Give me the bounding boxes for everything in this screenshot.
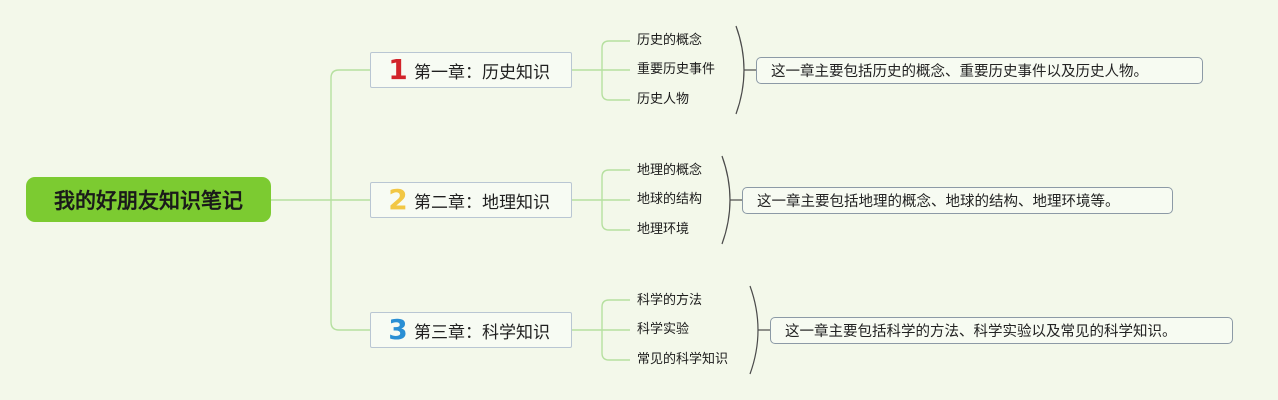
chapter-1-item-1[interactable]: 历史的概念 — [637, 33, 703, 48]
chapter-2-item-3[interactable]: 地理环境 — [637, 222, 690, 237]
chapter-1-label: 第一章：历史知识 — [414, 62, 550, 83]
chapter-2-summary-text: 这一章主要包括地理的概念、地球的结构、地理环境等。 — [757, 194, 1120, 210]
chapter-3-item-1[interactable]: 科学的方法 — [637, 293, 703, 308]
root-topic[interactable]: 我的好朋友知识笔记 — [26, 177, 271, 222]
chapter-3-label: 第三章：科学知识 — [414, 322, 550, 343]
summary-bracket-1 — [735, 25, 745, 115]
chapter-1-item-2[interactable]: 重要历史事件 — [637, 62, 716, 77]
root-topic-label: 我的好朋友知识笔记 — [54, 188, 243, 213]
chapter-2-number: 2 — [388, 183, 408, 216]
chapter-2-summary[interactable]: 这一章主要包括地理的概念、地球的结构、地理环境等。 — [742, 187, 1173, 214]
chapter-2-node[interactable]: 2 第二章：地理知识 — [370, 182, 572, 218]
chapter-2-label: 第二章：地理知识 — [414, 192, 550, 213]
summary-bracket-2 — [721, 155, 731, 245]
chapter-1-node[interactable]: 1 第一章：历史知识 — [370, 52, 572, 88]
chapter-1-number: 1 — [388, 53, 408, 86]
chapter-2-item-2[interactable]: 地球的结构 — [637, 192, 703, 207]
chapter-3-summary-text: 这一章主要包括科学的方法、科学实验以及常见的科学知识。 — [785, 324, 1177, 340]
chapter-3-item-3[interactable]: 常见的科学知识 — [637, 352, 729, 367]
chapter-3-node[interactable]: 3 第三章：科学知识 — [370, 312, 572, 348]
summary-bracket-3 — [749, 285, 759, 375]
chapter-3-item-2[interactable]: 科学实验 — [637, 322, 690, 337]
chapter-3-summary[interactable]: 这一章主要包括科学的方法、科学实验以及常见的科学知识。 — [770, 317, 1233, 344]
chapter-1-item-3[interactable]: 历史人物 — [637, 92, 690, 107]
chapter-2-item-1[interactable]: 地理的概念 — [637, 163, 703, 178]
chapter-3-number: 3 — [388, 313, 408, 346]
chapter-1-summary-text: 这一章主要包括历史的概念、重要历史事件以及历史人物。 — [771, 64, 1148, 80]
chapter-1-summary[interactable]: 这一章主要包括历史的概念、重要历史事件以及历史人物。 — [756, 57, 1203, 84]
